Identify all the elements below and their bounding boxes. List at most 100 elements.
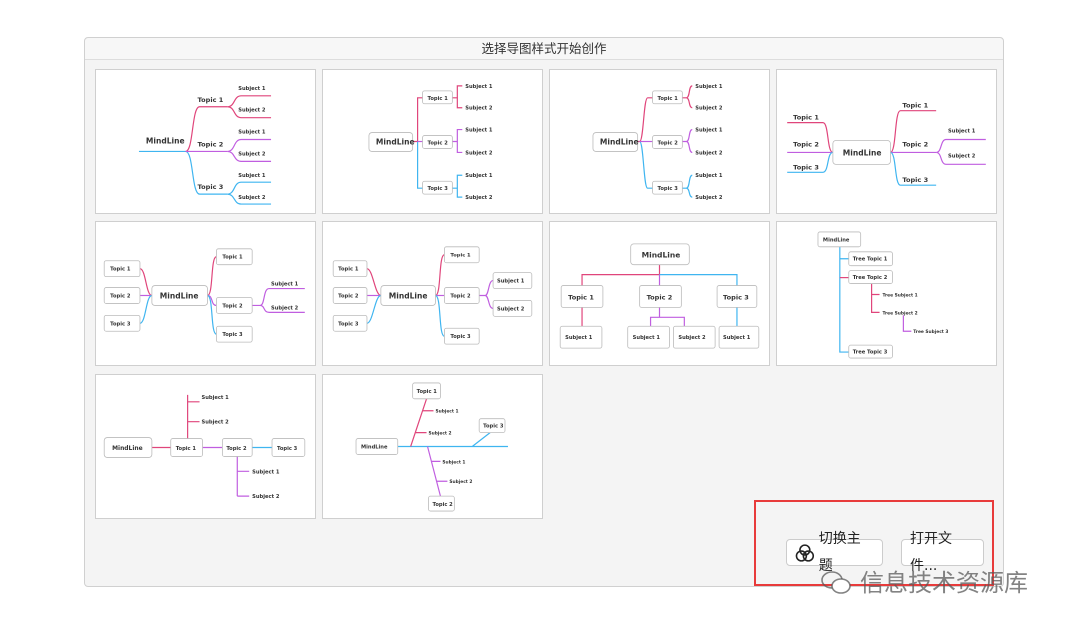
branch-line [151,394,200,449]
node-label: MindLine [389,291,428,300]
node-label: Subject 2 [465,150,493,156]
node-label: Topic 1 [222,255,243,261]
node-label: Subject 2 [449,479,472,485]
node-label: Subject 1 [238,130,266,136]
template-card-7[interactable]: MindLine Topic 1 Topic 2 Topic 3 Subject 1… [549,221,770,366]
node-label: Topic 1 [450,253,471,259]
node-label: Topic 3 [658,186,679,192]
node-label: Topic 2 [793,140,819,148]
node-box [151,285,208,306]
node-label: Subject 2 [465,195,493,201]
node-label: Subject 1 [565,335,593,341]
node-box [592,132,639,152]
node-label: Topic 1 [793,114,819,122]
mindmap-preview: MindLine Topic 1 Topic 2 Topic 3 Subject 1… [559,243,760,349]
node-label: Subject 2 [465,106,493,112]
node-label: Topic 2 [110,293,131,299]
node-box [652,135,683,149]
node-box [627,325,670,349]
node-box [368,132,414,152]
node-box [718,325,760,349]
node-label: Topic 1 [176,446,197,452]
node-box [478,418,506,433]
branch-line [366,268,382,297]
node-box [216,297,253,314]
node-label: Subject 1 [465,173,493,179]
node-box [560,285,604,308]
template-card-1[interactable]: MindLine Topic 1 Subject 1 Subject 2 Topic… [95,69,316,214]
branch-line [426,446,448,497]
node-label: Topic 3 [277,446,298,452]
node-label: Subject 1 [465,84,493,90]
branch-line [649,274,685,327]
node-label: Subject 2 [238,108,266,114]
node-label: Subject 2 [429,431,452,437]
node-label: Topic 1 [417,389,438,395]
node-label: Topic 2 [902,140,928,148]
node-label: Subject 2 [238,195,266,201]
node-label: Topic 2 [647,293,673,301]
node-label: Tree Topic 2 [853,275,888,281]
node-label: Topic 1 [110,267,131,273]
node-label: Topic 1 [198,96,224,104]
icon-shape [802,549,815,562]
node-label: Subject 1 [695,84,723,90]
root-label: MindLine [146,136,185,145]
theme-circles-icon [795,543,815,562]
branch-line [452,85,463,109]
open-file-button[interactable]: 打开文件... [901,531,984,574]
node-box [332,314,368,332]
node-box [848,270,893,284]
branch-line [902,315,912,332]
node-label: Subject 2 [238,151,266,157]
branch-line [682,174,693,198]
node-label: Topic 1 [568,293,594,301]
node-box [673,325,716,349]
node-label: Topic 3 [428,186,449,192]
branch-line [185,106,228,153]
node-box [444,246,480,264]
branch-line [139,294,153,324]
node-box [817,231,862,248]
node-label: Topic 3 [793,163,819,171]
branch-line [366,294,382,324]
node-label: Topic 2 [338,293,359,299]
branch-line [839,246,849,353]
switch-theme-button[interactable]: 切换主题 [786,531,883,574]
node-label: MindLine [361,444,388,450]
node-label: MindLine [642,251,681,260]
node-box [422,135,453,149]
icon-shape [831,578,851,594]
node-label: MindLine [600,137,639,146]
branch-line [434,254,445,297]
open-file-label: 打开文件... [910,530,952,574]
node-label: Subject 1 [238,173,266,179]
node-box [216,325,253,343]
node-label: Topic 1 [428,96,449,102]
node-box [271,438,306,457]
node-box [332,287,368,304]
node-box [492,300,533,317]
mindmap-preview: MindLine Topic 1 Subject 1 Subject 2 Topic… [138,86,272,205]
branch-line [452,174,463,198]
branch-line [206,256,218,297]
node-label: Tree Topic 1 [853,257,888,263]
branch-line [417,141,423,189]
node-box [170,438,203,457]
icon-shape [795,549,808,562]
node-label: Topic 3 [198,183,224,191]
node-label: Topic 3 [338,321,359,327]
node-box [355,438,399,455]
branch-line [410,398,434,447]
branch-line [682,128,693,154]
node-label: Topic 3 [723,293,749,301]
